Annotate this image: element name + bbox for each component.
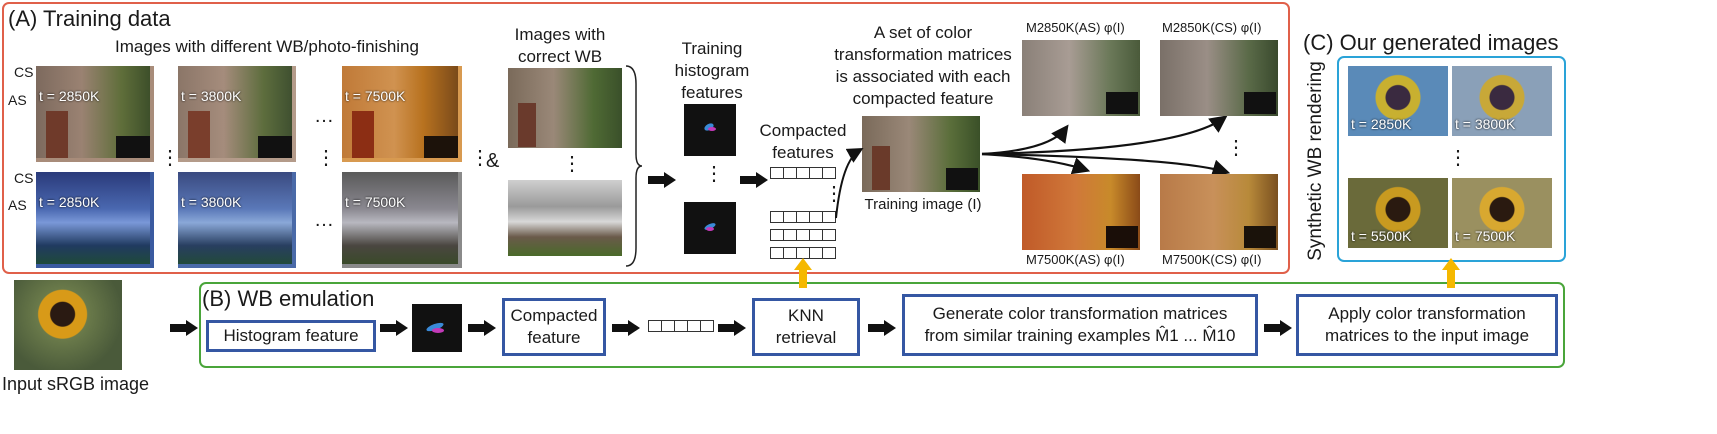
histogram-feature-box: Histogram feature: [206, 320, 376, 352]
yellow-up-arrow-icon: [794, 258, 812, 288]
arrow-right-icon: [170, 320, 198, 336]
training-data-title: (A) Training data: [8, 6, 171, 31]
histogram-feature-thumb: [412, 304, 462, 352]
histogram-feature-thumb: [684, 104, 736, 156]
training-data-section: [2, 2, 1290, 274]
temp-label: t = 7500K: [345, 194, 406, 210]
yellow-up-arrow-icon: [1442, 258, 1460, 288]
generate-matrices-box: Generate color transformation matrices f…: [902, 294, 1258, 356]
temp-label: t = 3800K: [181, 194, 242, 210]
images-correct-wb-label: Images with correct WB: [514, 25, 606, 66]
compacted-feature-box: Compacted feature: [502, 298, 606, 356]
vdots: ⋮: [704, 163, 724, 185]
hdots: …: [314, 209, 334, 231]
arrow-right-icon: [468, 320, 496, 336]
training-image-label: Training image (I): [864, 196, 982, 213]
matrix-label: M2850K(CS) φ(I): [1162, 20, 1262, 35]
temp-label: t = 3800K: [1455, 116, 1516, 132]
row-label-as-bottom: AS: [8, 197, 27, 213]
photo-facade-2850k: t = 2850K: [36, 66, 154, 162]
photo-correct-fence: [508, 180, 622, 256]
matrix-label: M7500K(AS) φ(I): [1026, 252, 1125, 267]
vdots: ⋮: [470, 147, 490, 169]
arrow-right-icon: [612, 320, 640, 336]
arrow-right-icon: [868, 320, 896, 336]
generated-3800k: t = 3800K: [1452, 66, 1552, 136]
connector-lines: [835, 115, 1231, 219]
wb-emulation-title: (B) WB emulation: [202, 286, 375, 311]
photo-fence-3800k: t = 3800K: [178, 172, 296, 268]
arrow-right-icon: [740, 172, 768, 188]
histogram-feature-thumb: [684, 202, 736, 254]
photo-fence-2850k: t = 2850K: [36, 172, 154, 268]
photo-facade-3800k: t = 3800K: [178, 66, 296, 162]
photo-facade-7500k: t = 7500K: [342, 66, 462, 162]
hdots: …: [314, 105, 334, 127]
arrow-right-icon: [718, 320, 746, 336]
temp-label: t = 2850K: [39, 88, 100, 104]
temp-label: t = 5500K: [1351, 228, 1412, 244]
arrow-right-icon: [380, 320, 408, 336]
photo-fence-7500k: t = 7500K: [342, 172, 462, 268]
input-image-label: Input sRGB image: [2, 374, 150, 394]
generated-7500k: t = 7500K: [1452, 178, 1552, 248]
photo-correct-facade: [508, 68, 622, 148]
generated-2850k: t = 2850K: [1348, 66, 1448, 136]
temp-label: t = 3800K: [181, 88, 242, 104]
matrix-label: M7500K(CS) φ(I): [1162, 252, 1262, 267]
wb-emulation-section: [199, 282, 1565, 368]
compacted-features-label: Compacted features: [759, 121, 847, 162]
vdots: ⋮: [1226, 137, 1246, 159]
temp-label: t = 7500K: [1455, 228, 1516, 244]
matrix-label: M2850K(AS) φ(I): [1026, 20, 1125, 35]
vdots: ⋮: [160, 147, 180, 169]
output-2850k-as: [1022, 40, 1140, 116]
ampersand: &: [486, 150, 500, 172]
vdots: ⋮: [316, 147, 336, 169]
apply-matrices-box: Apply color transformation matrices to t…: [1296, 294, 1558, 356]
output-7500k-cs: [1160, 174, 1278, 250]
compacted-feature-vector: [770, 211, 836, 223]
temp-label: t = 2850K: [39, 194, 100, 210]
synthetic-wb-label: Synthetic WB rendering: [1305, 61, 1326, 261]
row-label-cs-bottom: CS: [14, 170, 34, 186]
compacted-feature-vector: [770, 229, 836, 241]
input-srgb-image: [14, 280, 122, 370]
generated-images-title: (C) Our generated images: [1303, 30, 1559, 55]
temp-label: t = 7500K: [345, 88, 406, 104]
curly-brace: [625, 65, 643, 267]
training-histogram-label: Training histogram features: [674, 39, 750, 102]
compacted-feature-vector: [648, 320, 714, 332]
vdots: ⋮: [562, 153, 582, 175]
images-different-wb-label: Images with different WB/photo-finishing: [115, 37, 419, 56]
row-label-cs-top: CS: [14, 64, 34, 80]
vdots: ⋮: [1448, 147, 1468, 169]
output-7500k-as: [1022, 174, 1140, 250]
compacted-feature-vector: [770, 247, 836, 259]
knn-retrieval-box: KNN retrieval: [752, 298, 860, 356]
temp-label: t = 2850K: [1351, 116, 1412, 132]
row-label-as-top: AS: [8, 92, 27, 108]
generated-5500k: t = 5500K: [1348, 178, 1448, 248]
output-2850k-cs: [1160, 40, 1278, 116]
compacted-feature-vector: [770, 167, 836, 179]
arrow-right-icon: [1264, 320, 1292, 336]
arrow-right-icon: [648, 172, 676, 188]
training-image: [862, 116, 980, 192]
matrix-set-label: A set of color transformation matrices i…: [834, 23, 1012, 108]
